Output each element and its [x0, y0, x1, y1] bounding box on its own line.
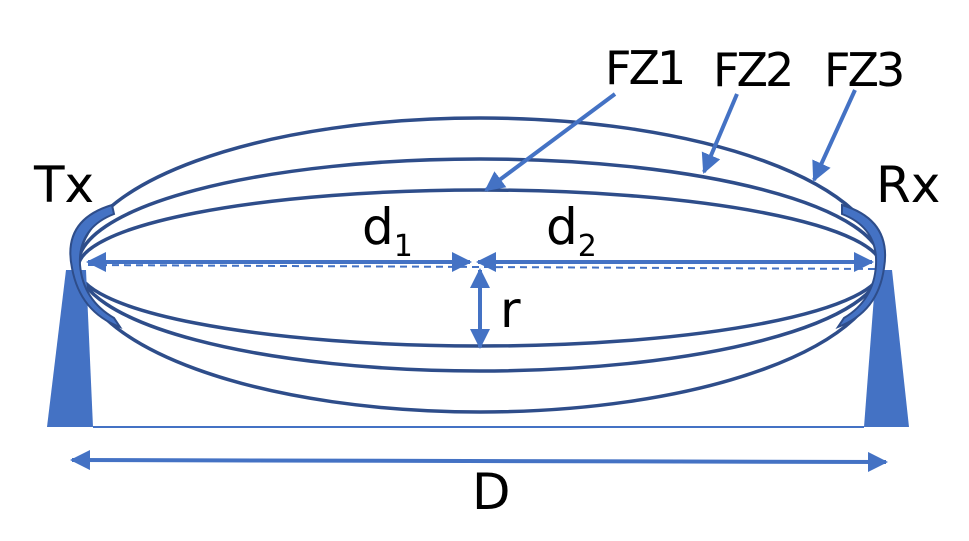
d1-main: d: [362, 198, 394, 256]
tx-dish: [69, 203, 123, 330]
rx-mast: [864, 270, 909, 427]
fz1-label: FZ1: [605, 41, 683, 95]
total-distance-arrow: [70, 450, 888, 472]
fz3-pointer-arrow: [812, 89, 857, 182]
tx-label: Tx: [33, 156, 94, 214]
fz2-pointer-arrow: [701, 93, 739, 174]
tx-antenna: [47, 203, 123, 427]
fz1-pointer-arrow: [484, 92, 617, 192]
d1-label: d1: [362, 198, 413, 264]
radius-label: r: [500, 281, 521, 339]
d2-label: d2: [546, 198, 597, 264]
rx-label: Rx: [876, 156, 940, 214]
rx-antenna: [835, 203, 909, 427]
tx-mast: [47, 270, 93, 427]
fz2-label: FZ2: [713, 43, 791, 97]
rx-dish: [835, 203, 887, 330]
d2-subscript: 2: [578, 229, 597, 264]
d2-main: d: [546, 198, 578, 256]
line-of-sight: [87, 264, 879, 270]
distance-label: D: [472, 463, 511, 521]
d1-subscript: 1: [394, 229, 413, 264]
fz3-label: FZ3: [824, 43, 902, 97]
